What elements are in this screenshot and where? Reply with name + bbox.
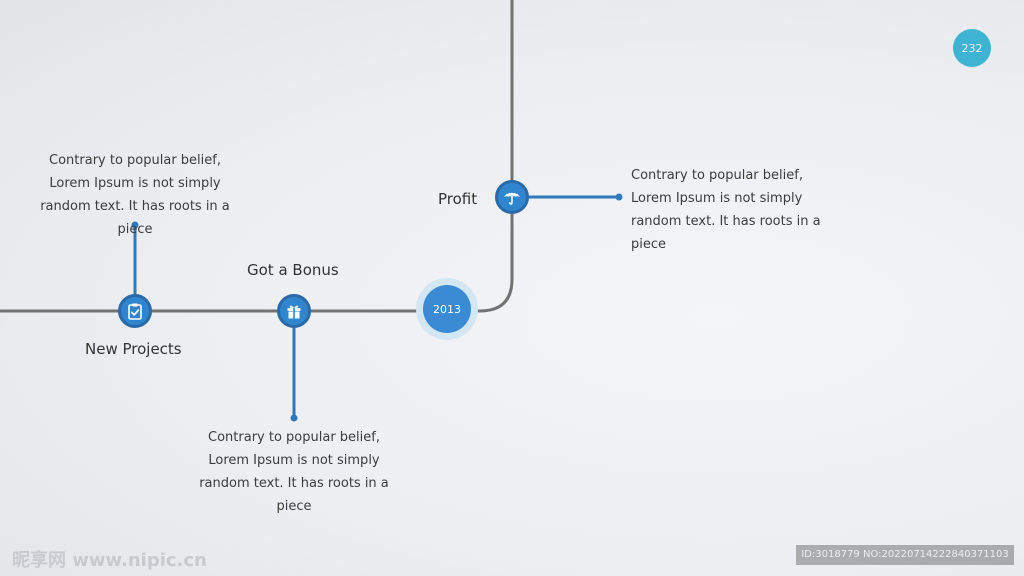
connector-dot-profit (615, 193, 623, 201)
connector-dot-got-a-bonus (290, 414, 298, 422)
year-node: 2013 (423, 285, 471, 333)
page-number-badge: 232 (953, 29, 991, 67)
event-label-got-a-bonus: Got a Bonus (247, 261, 339, 279)
umbrella-icon (504, 192, 520, 205)
connector-dot-new-projects (131, 221, 139, 229)
clipboard-check-icon (128, 303, 142, 320)
main-timeline-line (0, 0, 514, 313)
event-description-got-a-bonus: Contrary to popular belief, Lorem Ipsum … (199, 430, 389, 514)
node-new-projects (118, 294, 152, 328)
event-label-new-projects: New Projects (85, 340, 182, 358)
page-number: 232 (961, 41, 983, 55)
watermark-logo: 昵享网 www.nipic.cn (12, 550, 207, 571)
node-got-a-bonus (277, 294, 311, 328)
event-label-profit: Profit (438, 190, 478, 208)
node-profit (495, 180, 529, 214)
event-description-profit: Contrary to popular belief, Lorem Ipsum … (631, 168, 821, 252)
gift-icon (287, 305, 301, 319)
watermark-id: ID:3018779 NO:20220714222840371103 (796, 545, 1014, 565)
year-label: 2013 (433, 302, 461, 316)
event-description-new-projects: Contrary to popular belief, Lorem Ipsum … (40, 153, 230, 237)
